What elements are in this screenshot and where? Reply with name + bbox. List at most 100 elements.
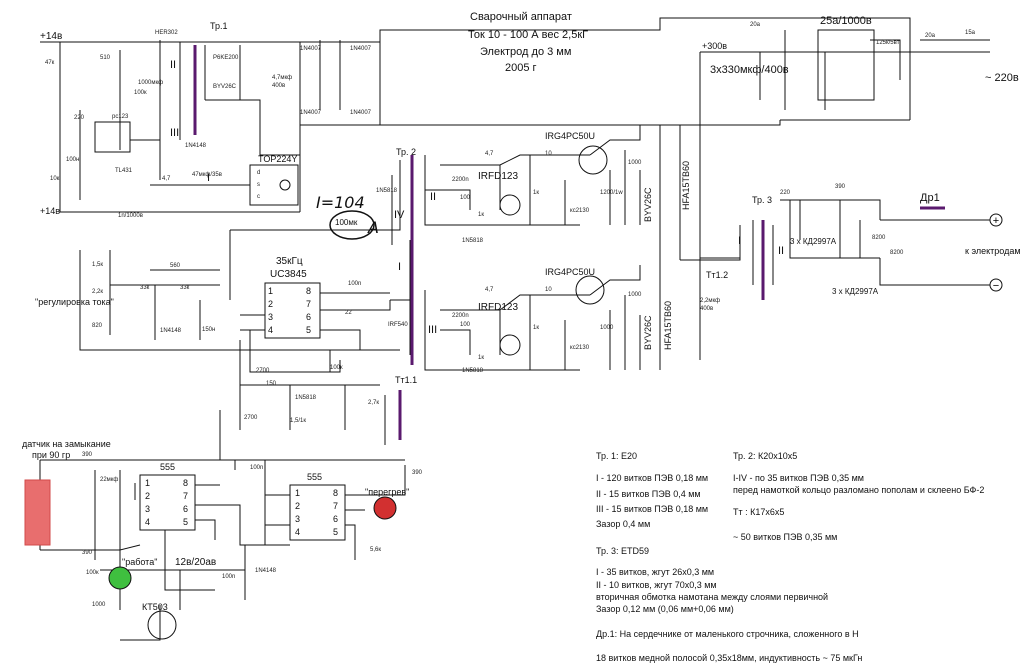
uc-pin7: 7 (306, 299, 312, 309)
label-cap47: 4,7мкф (272, 75, 293, 81)
title-line2: Ток 10 - 100 А вес 2,5кГ (468, 29, 589, 41)
note-t2-title: Тр. 2: К20х10х5 (733, 451, 798, 461)
label-kc1: кс2130 (570, 208, 590, 214)
part-value: 100n (348, 281, 362, 287)
label-n4007-2: 1N4007 (350, 46, 372, 52)
red-led-icon (373, 496, 397, 520)
a-pin6: 6 (183, 504, 189, 514)
label-tt11: Тт1.1 (395, 375, 418, 385)
label-tr1: Тр.1 (210, 21, 228, 31)
label-n5818-2: 1N5818 (462, 238, 484, 244)
title-line1: Сварочный аппарат (470, 11, 572, 23)
label-sensor1: датчик на замыкание (22, 439, 111, 449)
part-value: 1к (478, 212, 484, 218)
label-mains: ~ 220в (985, 72, 1019, 84)
top-pin-c: c (257, 194, 260, 200)
handwritten-circle (329, 210, 375, 240)
a-pin3: 3 (145, 504, 151, 514)
uc-pin1: 1 (268, 286, 274, 296)
a-pin7: 7 (183, 491, 189, 501)
label-n4148-1: 1N4148 (160, 328, 182, 334)
igbt-q2-symbol (575, 275, 605, 305)
note-t3-2: II - 10 витков, жгут 70х0,3 мм (596, 580, 717, 590)
mosfet-d1-symbol (499, 194, 521, 216)
uc-pin6: 6 (306, 312, 312, 322)
uc-pin2: 2 (268, 299, 274, 309)
part-value: 2200n (452, 177, 469, 183)
label-555a: 555 (160, 462, 176, 472)
555b-body (289, 484, 346, 541)
label-n4007-1: 1N4007 (300, 46, 322, 52)
part-value: 1к (533, 190, 539, 196)
note-t2-2: перед намоткой кольцо разломано пополам … (733, 485, 985, 495)
label-n4148-3: 1N4148 (185, 143, 207, 149)
plus-terminal-icon (989, 213, 1003, 227)
part-value: 560 (170, 263, 181, 269)
note-t1-3: III - 15 витков ПЭВ 0,18 мм (596, 504, 709, 514)
note-dr-title: Др.1: На сердечнике от маленького строчн… (596, 629, 859, 639)
part-value: 100к (330, 365, 343, 371)
optocoupler-body (94, 121, 131, 153)
a-pin8: 8 (183, 478, 189, 488)
label-cap400: 400в (272, 83, 286, 89)
part-value: 1000 (600, 325, 614, 331)
label-kd2: 3 х КД2997А (832, 287, 879, 296)
label-tt12: Тт1.2 (706, 270, 729, 280)
part-value: 100n (250, 465, 264, 471)
b-pin2: 2 (295, 501, 301, 511)
note-t1-title: Тр. 1: E20 (596, 451, 638, 461)
part-15a: 15а (965, 30, 976, 36)
label-d1: IRFD123 (478, 171, 519, 182)
part-value: 10 (545, 287, 552, 293)
part-value: 2700 (256, 368, 270, 374)
handwritten-a: A (368, 218, 379, 237)
part-value: 33к (140, 285, 150, 291)
555a-body (139, 474, 196, 531)
part-value: 150н (202, 327, 216, 333)
label-uc3845: UC3845 (270, 269, 307, 280)
part-value: 100 (460, 195, 471, 201)
label-kt503: КТ503 (142, 602, 168, 612)
label-bridge: 25а/1000в (820, 15, 872, 27)
label-n5818-4: 1N5818 (295, 395, 317, 401)
label-tr2: Тр. 2 (396, 147, 417, 157)
roman-tr1-III: III (170, 127, 180, 139)
label-pc123: pc123 (112, 114, 129, 120)
part-value: 2700 (244, 415, 258, 421)
label-hfa1: HFA15TB60 (681, 160, 691, 210)
b-pin8: 8 (333, 488, 339, 498)
b-pin5: 5 (333, 527, 339, 537)
label-p6ke: P6KE200 (213, 55, 239, 61)
part-value: 2200n (452, 313, 469, 319)
part-125k: 125к/5вт (876, 40, 900, 46)
label-n4007-4: 1N4007 (350, 110, 372, 116)
green-led-icon (108, 566, 132, 590)
label-n4007-3: 1N4007 (300, 110, 322, 116)
label-kd1: 3 х КД2997А (790, 237, 837, 246)
roman-tr1-I: I (207, 172, 211, 184)
label-her302: HER302 (155, 30, 178, 36)
part-value: 150 (266, 381, 277, 387)
b-pin1: 1 (295, 488, 301, 498)
label-n5818-1: 1N5818 (376, 188, 398, 194)
label-cap22b: 22мкф (100, 477, 119, 483)
label-reg: "регулировка тока" (35, 297, 114, 307)
roman-tr2-III: III (428, 324, 438, 336)
note-t3-title: Тр. 3: ETD59 (596, 546, 650, 556)
uc-pin3: 3 (268, 312, 274, 322)
part-value: 4,7 (162, 176, 171, 182)
b-pin7: 7 (333, 501, 339, 511)
label-byv2: BYV26C (643, 315, 653, 350)
mosfet-d2-symbol (499, 334, 521, 356)
uc3845-body (264, 282, 321, 339)
label-hfa2: HFA15TB60 (663, 300, 673, 350)
part-value: 8200 (872, 235, 886, 241)
part-value: 390 (82, 550, 93, 556)
part-value: 100к (86, 570, 99, 576)
note-dr-1: 18 витков медной полосой 0,35х18мм, инду… (596, 653, 863, 663)
label-n5818-3: 1N5818 (462, 368, 484, 374)
label-tl431: TL431 (115, 168, 133, 174)
part-value: 1200/1w (600, 190, 623, 196)
label-caps: 3х330мкф/400в (710, 64, 789, 76)
part-20a-b: 20а (925, 33, 936, 39)
